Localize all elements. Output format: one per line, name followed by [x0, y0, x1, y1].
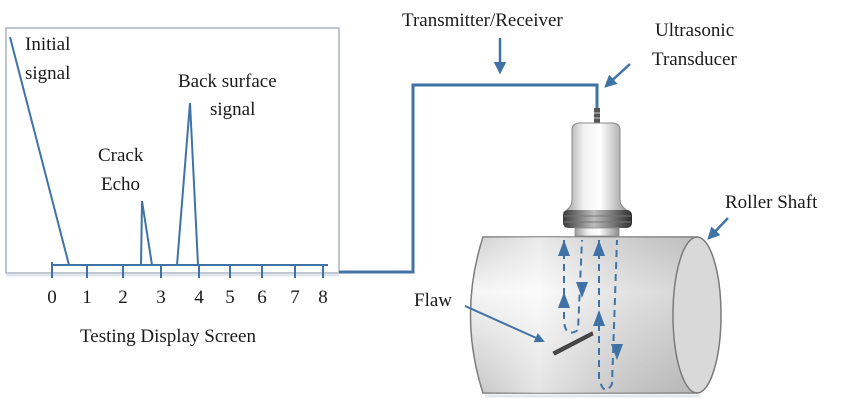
back-surface-signal-label: Back surface signal	[178, 71, 281, 120]
axis-tick-label: 7	[290, 287, 300, 308]
axis-tick-label: 8	[318, 287, 328, 308]
roller-shaft	[469, 236, 722, 398]
transmitter-receiver-label: Transmitter/Receiver	[402, 10, 563, 31]
signal-trace	[9, 36, 328, 266]
ultrasonic-transducer-label: Ultrasonic Transducer	[652, 20, 739, 70]
transducer-ring	[563, 210, 632, 228]
ultrasonic-wave-paths	[558, 239, 623, 391]
axis-tick-label: 2	[118, 287, 128, 308]
ultrasonic-transducer	[562, 108, 632, 237]
flaw-crack	[552, 331, 594, 356]
axis-tick-label: 1	[82, 287, 92, 308]
axis-tick-label: 0	[47, 287, 57, 308]
axis-ticks	[51, 262, 324, 278]
roller-shaft-label: Roller Shaft	[725, 192, 818, 213]
flaw-label: Flaw	[414, 290, 452, 311]
shaft-body-highlight	[470, 237, 697, 393]
up-arrow-icon	[593, 310, 605, 326]
up-arrow-icon	[593, 240, 605, 256]
roller-shaft-arrow	[707, 217, 729, 240]
axis-tick-label: 4	[194, 287, 204, 308]
initial-signal-label: Initial signal	[25, 34, 75, 84]
back-wall-path	[598, 239, 618, 391]
up-arrow-icon	[558, 292, 570, 308]
transducer-arrow	[604, 63, 631, 88]
down-arrow-icon	[611, 344, 623, 360]
down-arrow-icon	[576, 282, 588, 298]
transducer-face	[574, 227, 620, 237]
testing-display-screen	[5, 27, 340, 278]
flaw-arrow	[464, 305, 545, 343]
shaft-end-face	[672, 236, 722, 394]
axis-tick-label: 3	[156, 287, 166, 308]
transducer-body	[562, 122, 631, 213]
screen-caption: Testing Display Screen	[80, 326, 256, 347]
signal-cable	[339, 83, 599, 274]
up-arrow-icon	[558, 240, 570, 256]
crack-echo-label: Crack Echo	[98, 145, 148, 195]
axis-tick-label: 5	[225, 287, 235, 308]
axis-tick-label: 6	[257, 287, 267, 308]
transducer-connector	[594, 108, 600, 124]
